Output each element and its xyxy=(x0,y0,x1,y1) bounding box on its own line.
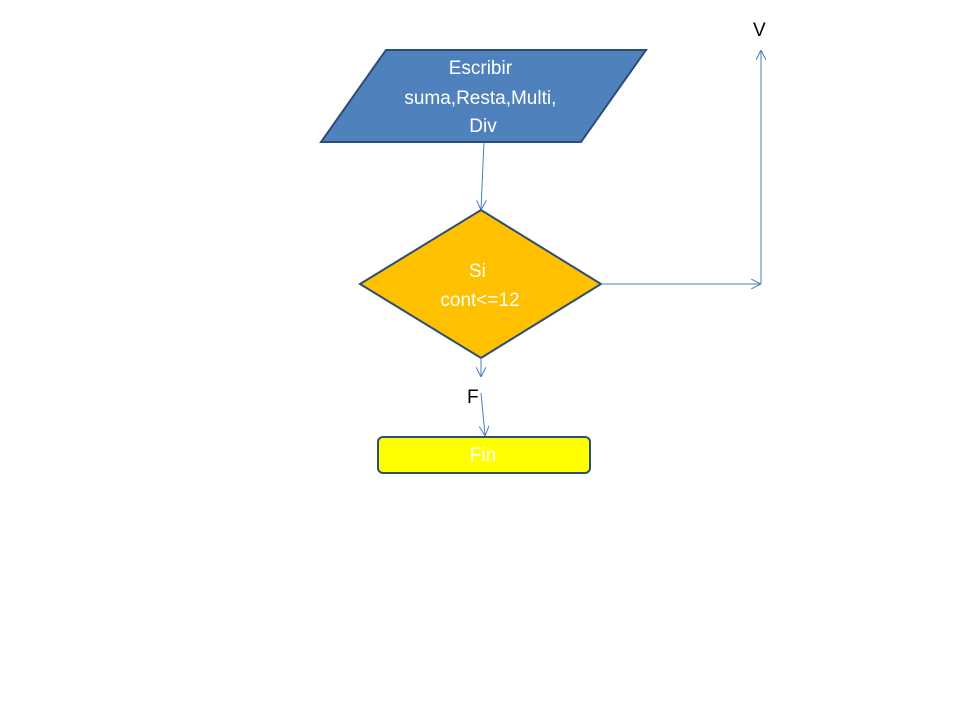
decision-diamond xyxy=(358,208,603,360)
false-branch-label: F xyxy=(467,387,479,408)
end-terminator xyxy=(377,436,591,474)
output-node[interactable]: Escribir suma,Resta,Multi, Div xyxy=(319,49,648,143)
end-node-label: Fin xyxy=(470,445,496,466)
decision-node-label: Si cont<=12 xyxy=(440,261,519,311)
output-line-3: Div xyxy=(469,116,497,137)
decision-line-1: Si xyxy=(469,261,486,282)
true-branch-label: V xyxy=(753,20,766,41)
output-line-2: suma,Resta,Multi, xyxy=(404,88,556,109)
decision-node[interactable]: Si cont<=12 xyxy=(358,208,603,360)
connector-output-to-decision xyxy=(481,141,484,209)
output-line-1: Escribir xyxy=(449,58,513,79)
output-node-label: Escribir suma,Resta,Multi, Div xyxy=(404,58,561,137)
output-parallelogram xyxy=(319,49,648,143)
connector-false-to-end xyxy=(481,392,485,435)
decision-line-2: cont<=12 xyxy=(440,290,519,311)
end-node[interactable]: Fin xyxy=(377,436,591,474)
